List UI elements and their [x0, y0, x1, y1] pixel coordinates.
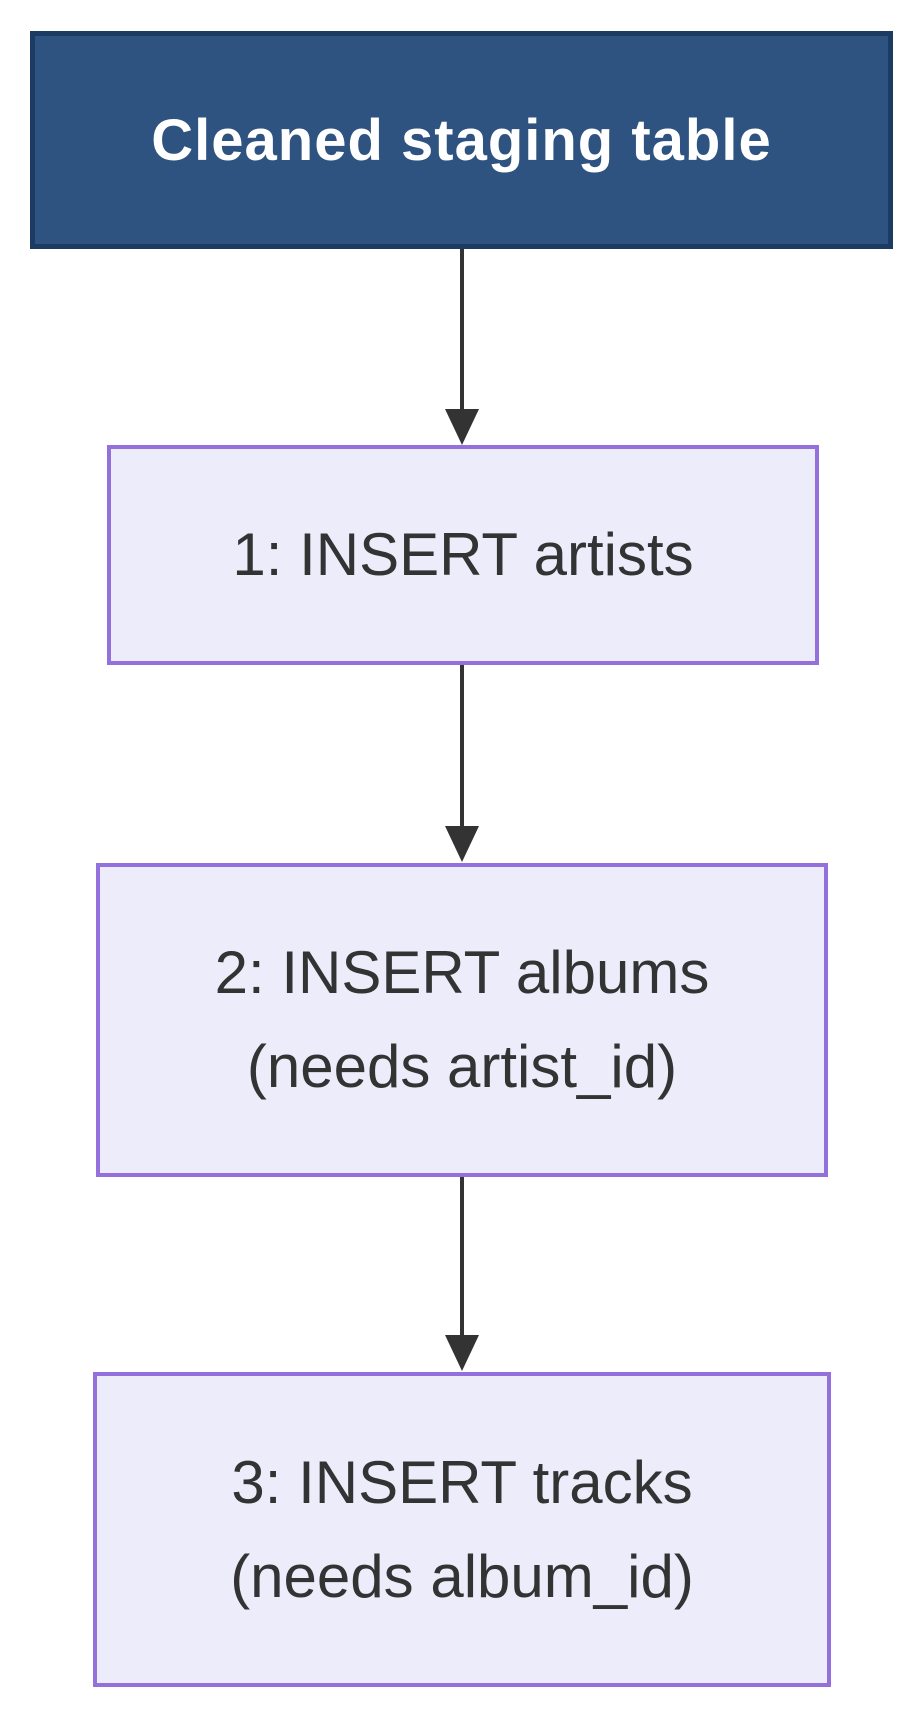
node-step-1-insert-artists: 1: INSERT artists: [107, 445, 819, 665]
node-label-line-2: (needs album_id): [230, 1542, 694, 1610]
node-cleaned-staging-table: Cleaned staging table: [30, 31, 893, 249]
edge-step1-to-step2: [445, 665, 479, 862]
arrow-head-icon: [445, 1335, 479, 1371]
node-step-2-insert-albums: 2: INSERT albums (needs artist_id): [96, 863, 828, 1177]
edge-step2-to-step3: [445, 1177, 479, 1371]
arrow-shaft: [460, 249, 464, 415]
arrow-head-icon: [445, 409, 479, 445]
arrow-shaft: [460, 1177, 464, 1341]
node-step-3-insert-tracks: 3: INSERT tracks (needs album_id): [93, 1372, 831, 1687]
arrow-shaft: [460, 665, 464, 832]
node-label: Cleaned staging table: [151, 107, 772, 173]
node-label-line-2: (needs artist_id): [246, 1033, 678, 1100]
edge-source-to-step1: [445, 249, 479, 445]
node-label-line-1: 3: INSERT tracks: [231, 1448, 693, 1516]
arrow-head-icon: [445, 826, 479, 862]
node-label: 1: INSERT artists: [232, 521, 694, 588]
node-label-line-1: 2: INSERT albums: [214, 939, 710, 1006]
